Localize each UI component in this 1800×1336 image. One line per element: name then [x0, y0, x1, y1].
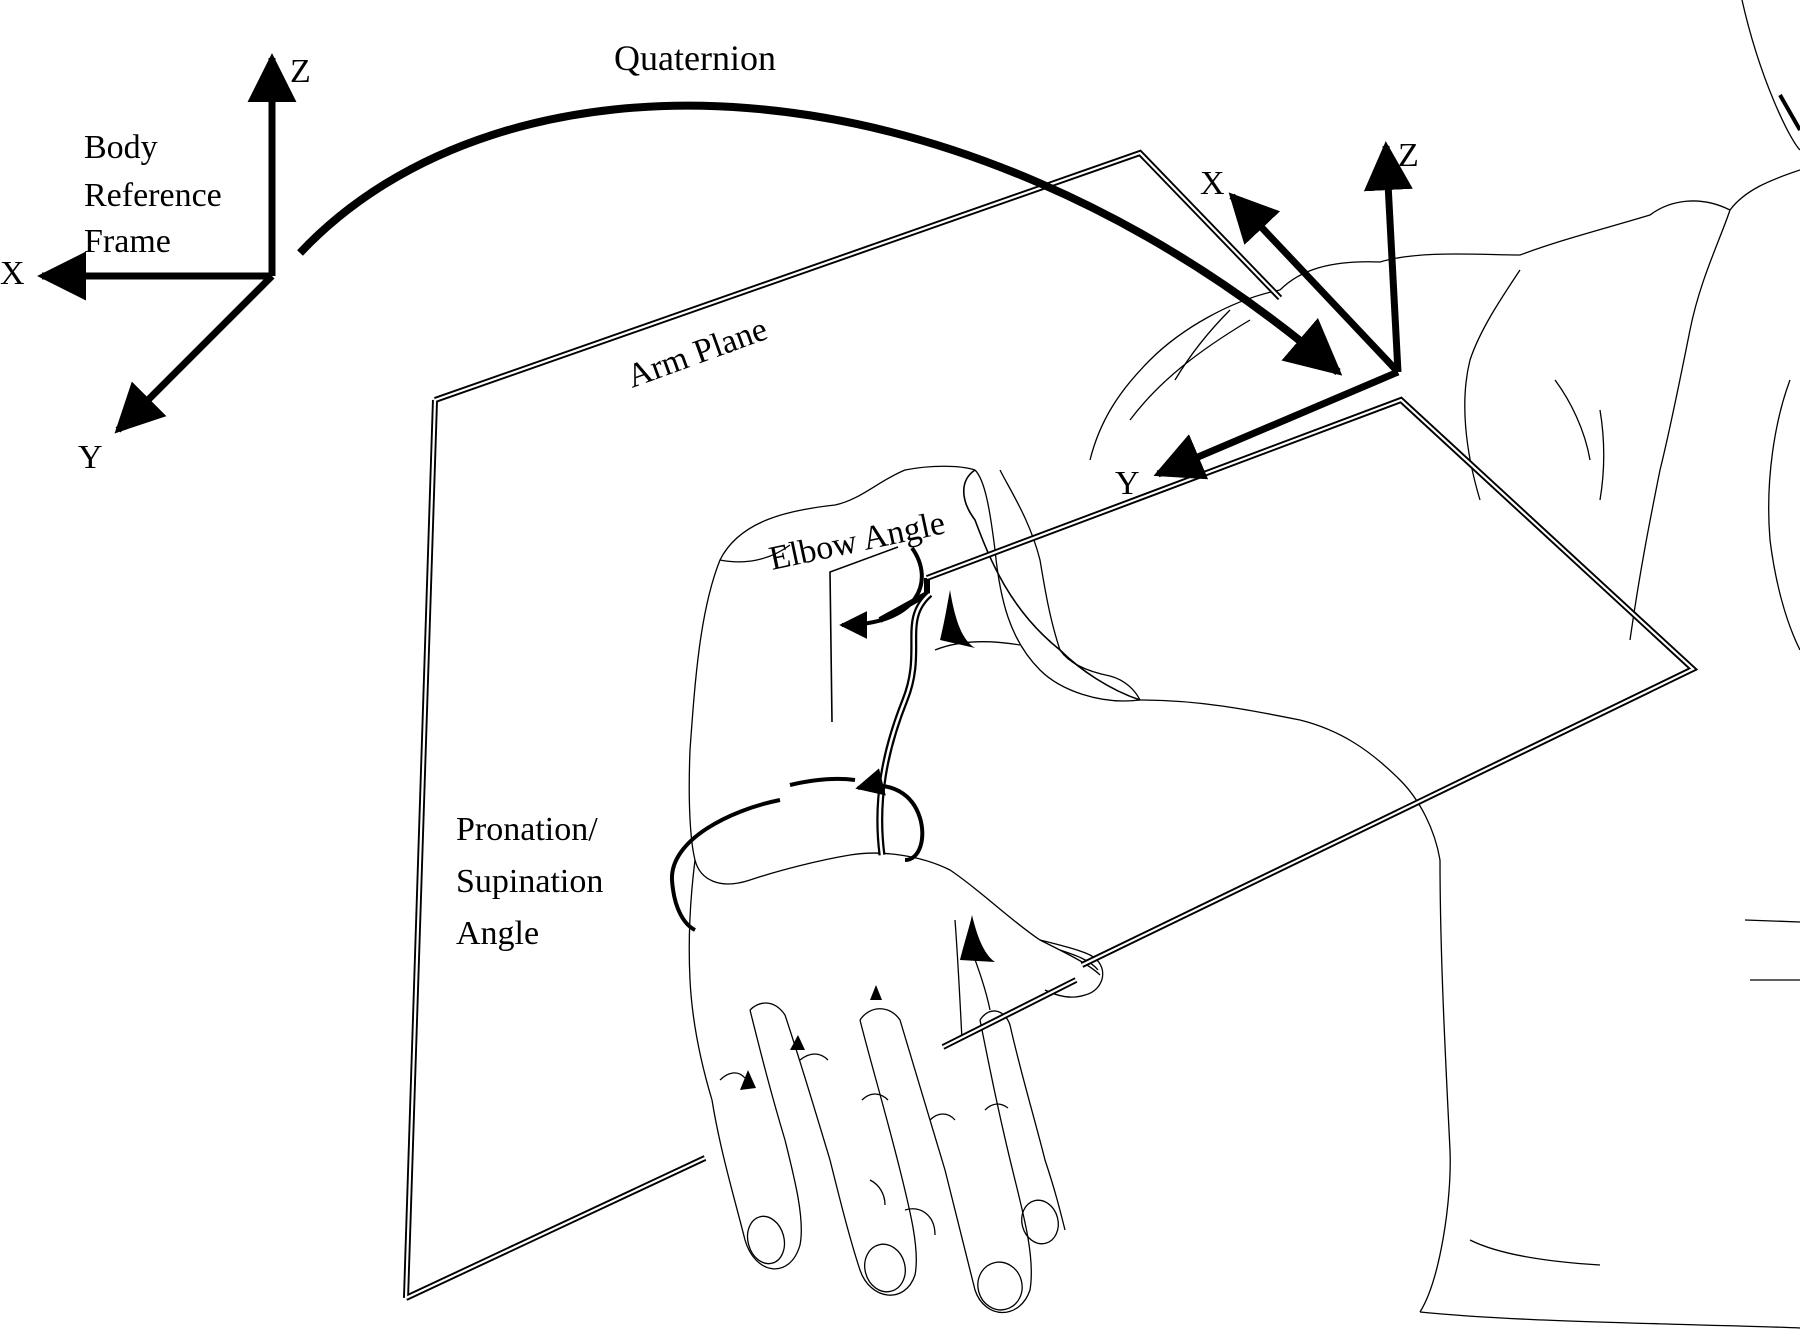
pronation-angle-indicator	[669, 768, 925, 932]
body-frame-axes	[37, 53, 297, 434]
forearm-rod	[876, 591, 933, 856]
body-axis-x-label: X	[0, 255, 25, 292]
human-figure-outline	[688, 0, 1800, 1329]
arm-axis-x-label: X	[1200, 165, 1225, 202]
quaternion-label: Quaternion	[614, 38, 776, 78]
pronation-label-line2: Supination	[456, 863, 603, 900]
quaternion-arc	[297, 101, 1343, 376]
arm-axis-y-label: Y	[1115, 465, 1140, 502]
labels: Quaternion Body Reference Frame Z X Y Z …	[0, 38, 1419, 952]
elbow-angle-indicator	[829, 546, 924, 723]
body-axis-z-label: Z	[290, 53, 311, 90]
body-frame-label-line3: Frame	[84, 223, 171, 260]
arm-axis-z-label: Z	[1398, 137, 1419, 174]
arm-plane	[403, 149, 1699, 1301]
body-frame-label-line1: Body	[84, 129, 158, 166]
pronation-label-line1: Pronation/	[456, 811, 598, 848]
body-frame-label-line2: Reference	[84, 177, 222, 214]
shadow-details	[740, 590, 995, 1090]
body-axis-y-label: Y	[78, 439, 103, 476]
arm-frame-axes	[1153, 141, 1413, 480]
pronation-label-line3: Angle	[456, 915, 539, 952]
